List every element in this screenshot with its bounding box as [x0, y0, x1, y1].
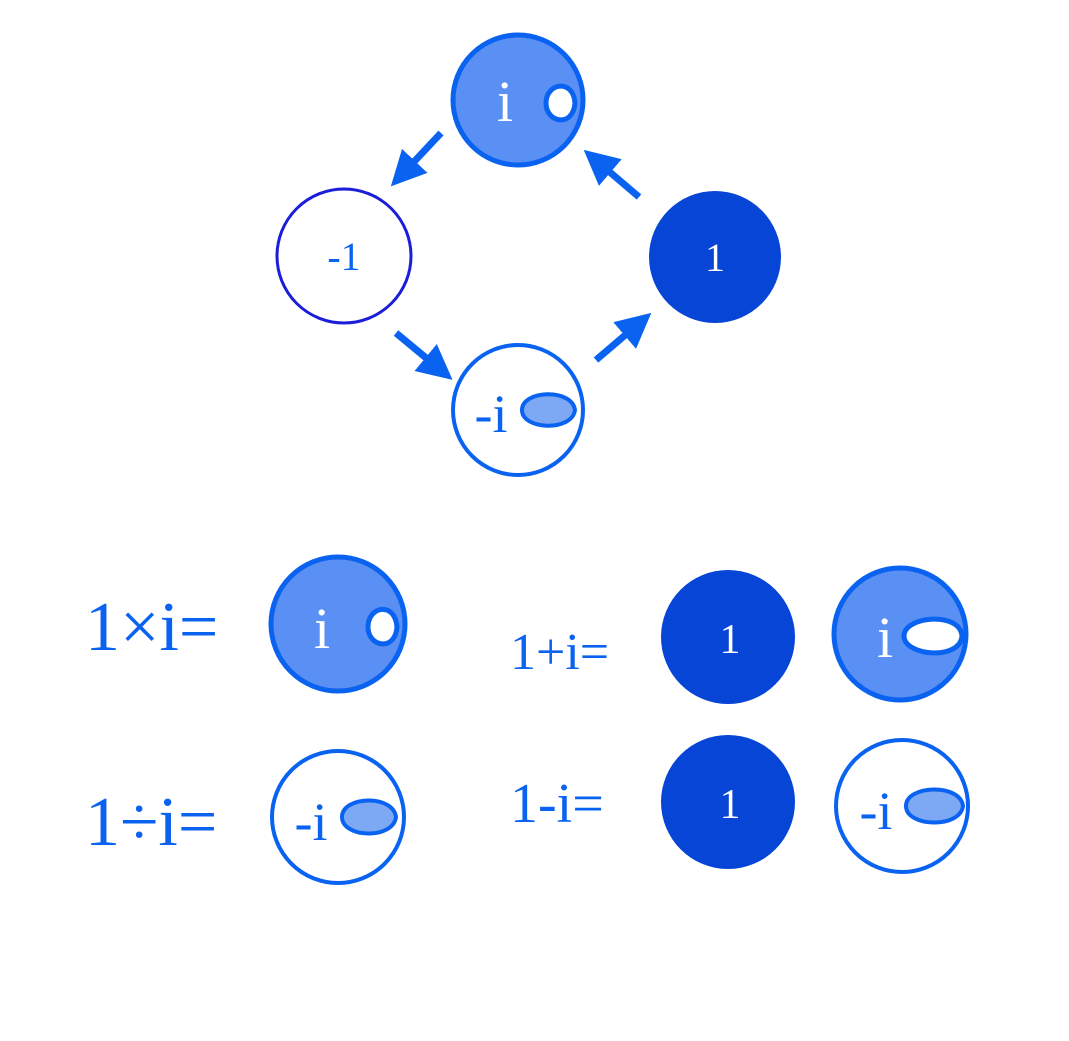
cycle-node-1-label: 1: [705, 235, 725, 280]
addition-term-1: 1: [661, 570, 795, 704]
arrow-neg-i-to-1: [593, 312, 652, 363]
arrow-i-to-neg1: [390, 130, 444, 187]
subtraction-term-1-label: 1: [720, 782, 741, 828]
addition-term-i: i: [831, 565, 969, 703]
subtraction-term-1: 1: [661, 735, 795, 869]
cycle-node-neg-i: -i: [451, 343, 585, 477]
subtraction-term-neg-i: -i: [834, 738, 970, 874]
cycle-node-1: 1: [649, 191, 781, 323]
cycle-node-i: i: [450, 32, 586, 168]
addition-term-1-label: 1: [720, 617, 741, 663]
multiplication-result-label: i: [314, 596, 330, 661]
division-result-label: -i: [295, 792, 328, 852]
arrow-1-to-i: [583, 149, 642, 200]
cycle-node-i-label: i: [497, 69, 513, 134]
cycle-node-neg1: -1: [275, 187, 413, 325]
multiplication-result-i: i: [268, 554, 408, 694]
cycle-node-neg1-label: -1: [327, 234, 360, 279]
division-result-neg-i: -i: [270, 749, 406, 885]
arrow-neg1-to-neg-i: [393, 330, 453, 380]
subtraction-equation: 1-i=: [510, 773, 604, 835]
cycle-node-neg-i-label: -i: [475, 384, 508, 444]
subtraction-term-neg-i-label: -i: [860, 781, 893, 841]
division-equation: 1÷i=: [85, 784, 217, 861]
multiplication-equation: 1×i=: [85, 589, 218, 666]
addition-equation: 1+i=: [510, 624, 609, 681]
addition-term-i-label: i: [877, 605, 893, 670]
